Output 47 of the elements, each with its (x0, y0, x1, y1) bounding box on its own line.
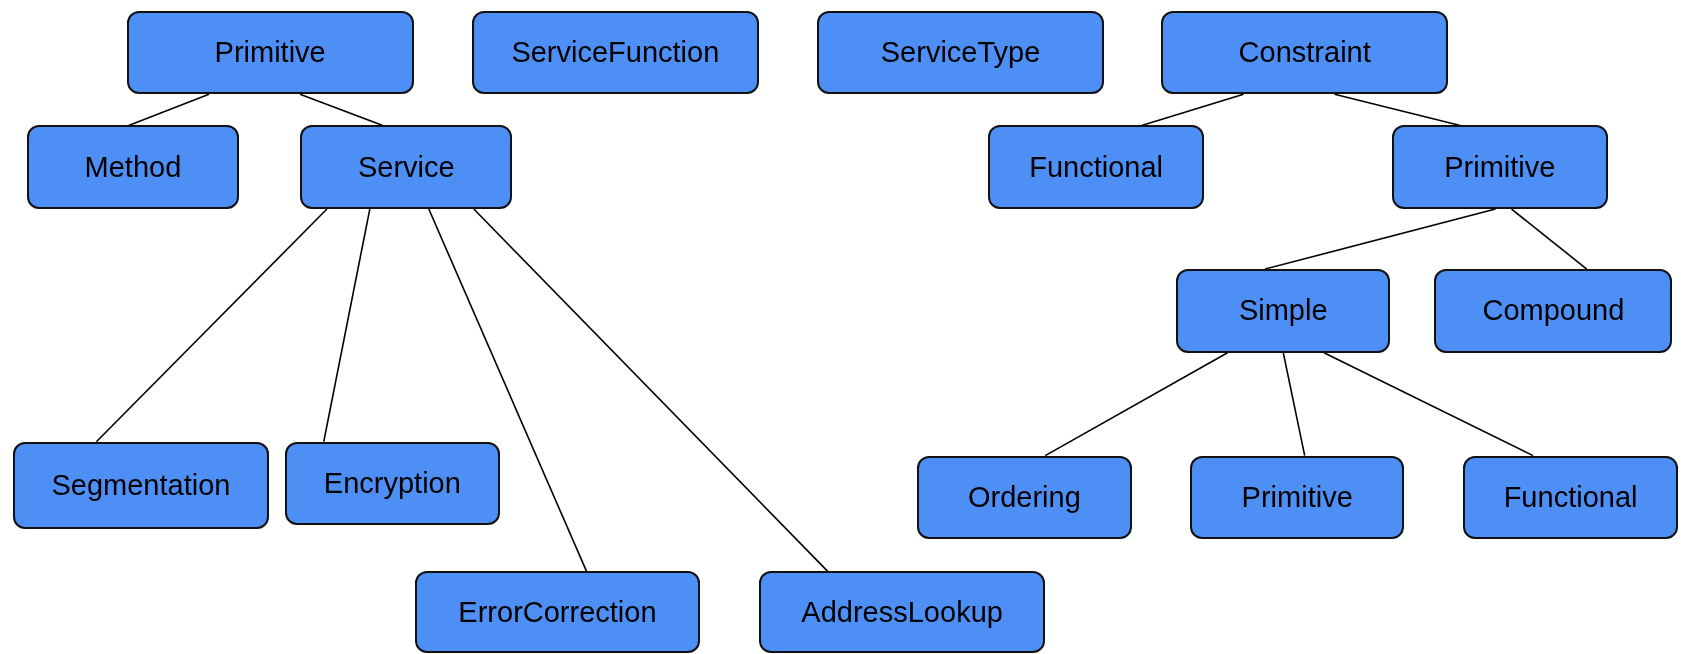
node-label: Primitive (1444, 150, 1556, 184)
connector-line (1044, 351, 1229, 457)
class-box (26, 125, 240, 210)
connector-line (1510, 208, 1588, 270)
node-label: Primitive (1241, 480, 1353, 514)
class-box (1434, 269, 1673, 353)
node-label: Constraint (1238, 36, 1371, 69)
class-box (126, 10, 414, 95)
class-box (1176, 269, 1391, 353)
connector-line (322, 208, 371, 443)
connector-line (127, 93, 210, 127)
node-label: Compound (1482, 294, 1625, 328)
connector-line (1264, 208, 1497, 270)
class-box (414, 571, 701, 653)
connector-line (95, 208, 328, 443)
class-box (1190, 455, 1405, 540)
node-label: Segmentation (51, 468, 231, 502)
class-box (759, 571, 1046, 653)
class-box (12, 441, 270, 529)
node-label: Ordering (967, 480, 1081, 514)
node-label: Functional (1029, 150, 1164, 184)
node-label: Encryption (323, 467, 461, 500)
connector-line (1333, 93, 1461, 127)
connector-line (473, 208, 829, 573)
class-box (300, 125, 513, 210)
node-label: Simple (1238, 294, 1328, 328)
node-label: ServiceType (880, 36, 1041, 69)
class-box (1463, 455, 1678, 540)
connector-line (428, 208, 588, 573)
connector-line (1282, 351, 1306, 457)
class-box (1161, 10, 1449, 95)
connector-line (1140, 93, 1245, 127)
class-box (816, 10, 1105, 95)
node-label: ServiceFunction (511, 36, 720, 69)
class-box (285, 441, 500, 526)
node-label: Method (84, 150, 182, 184)
connector-line (1323, 351, 1534, 457)
connector-line (299, 93, 384, 127)
node-label: Functional (1503, 480, 1638, 514)
class-box (1391, 125, 1609, 210)
node-label: AddressLookup (801, 595, 1003, 629)
node-label: Primitive (214, 36, 326, 69)
node-label: Service (357, 150, 455, 184)
class-box (988, 125, 1204, 210)
class-box (471, 10, 759, 95)
class-box (916, 455, 1133, 540)
node-label: ErrorCorrection (458, 595, 657, 629)
